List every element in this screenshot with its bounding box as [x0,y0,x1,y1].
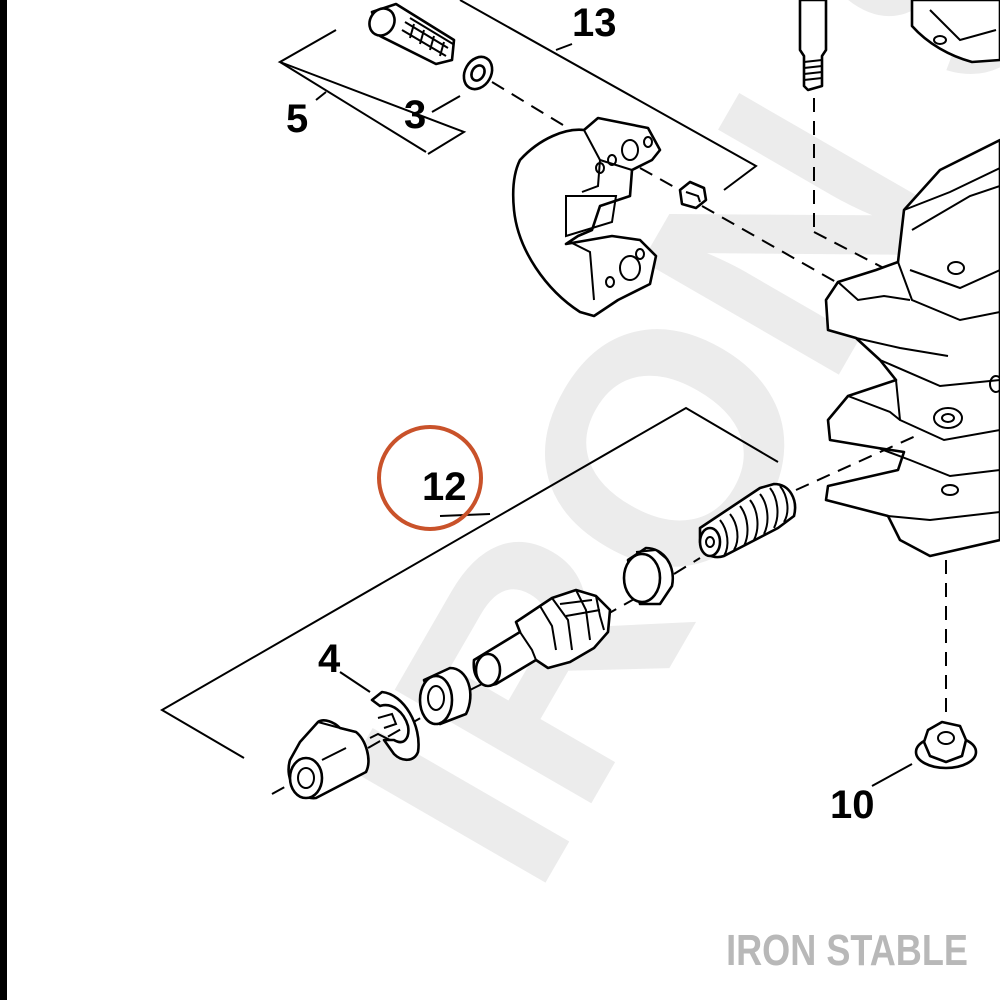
left-edge-bar [0,0,7,1000]
highlight-circle [377,425,483,531]
sleeve-part [287,719,370,800]
retaining-clip-part [369,690,420,762]
callout-4: 4 [318,637,341,681]
callout-10: 10 [830,783,875,827]
callout-5: 5 [286,97,308,141]
main-housing-part [824,138,1000,558]
housing-top-part [910,0,1000,64]
valve-spool-part [472,588,612,688]
flange-nut-part [914,720,978,770]
bracket-part [511,116,662,318]
callout-13: 13 [572,1,617,45]
plug-cap-part [622,546,675,606]
stud-part [798,0,828,92]
spring-part [698,482,797,559]
clip-ring-part [678,180,708,210]
brand-wordmark: IRON STABLE [726,926,968,975]
callout-12: 12 [422,465,467,509]
washer-part [462,55,494,91]
screw-part [368,2,456,66]
callout-3: 3 [404,93,426,137]
ring-washer-part [418,666,472,726]
